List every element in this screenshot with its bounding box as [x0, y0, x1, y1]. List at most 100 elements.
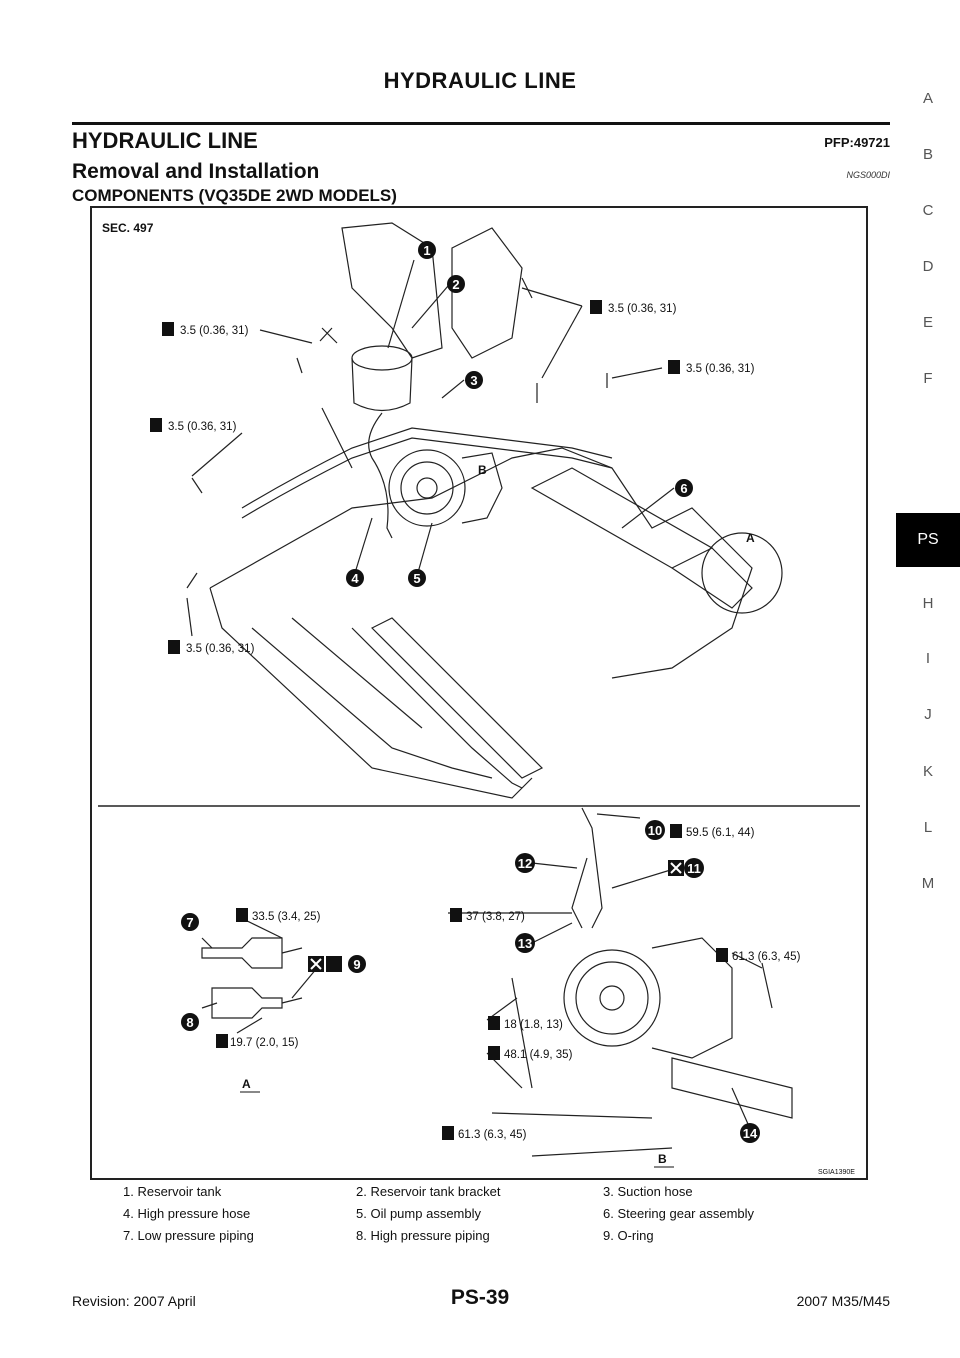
leader-11 [611, 867, 678, 889]
torque-icon [168, 640, 180, 654]
leader-t6 [596, 813, 641, 819]
torque-spec-t6: 59.5 (6.1, 44) [686, 827, 755, 839]
leader-1 [387, 259, 415, 349]
side-index-l[interactable]: L [923, 819, 933, 836]
suction-hose [321, 407, 353, 469]
pump-pulley-b-inner [575, 961, 649, 1035]
leader-12 [531, 862, 578, 869]
callout-10: 10 [648, 823, 662, 838]
side-index-ps-active[interactable]: PS [896, 513, 960, 567]
long-rail [351, 627, 523, 789]
torque-spec-t7: 33.5 (3.4, 25) [252, 911, 321, 923]
footer-model: 2007 M35/M45 [796, 1293, 890, 1309]
side-index-k[interactable]: K [922, 763, 933, 780]
page-header-title: HYDRAULIC LINE [383, 68, 577, 93]
side-index-e[interactable]: E [922, 314, 933, 331]
callout-3: 3 [470, 373, 477, 388]
torque-spec-t2: 3.5 (0.36, 31) [608, 303, 677, 315]
callout-9-marker [348, 955, 366, 973]
section-title: HYDRAULIC LINE [72, 128, 258, 153]
torque-icon [162, 322, 174, 336]
torque-labels: 3.5 (0.36, 31) 3.5 (0.36, 31) 3.5 (0.36,… [150, 300, 801, 1141]
torque-spec-t8: 37 (3.8, 27) [466, 911, 525, 923]
torque-spec-t5: 3.5 (0.36, 31) [186, 643, 255, 655]
callout-5: 5 [413, 571, 420, 586]
legend-item: 7. Low pressure piping [123, 1228, 254, 1243]
leader-4 [353, 517, 373, 577]
side-index-m[interactable]: M [921, 875, 935, 892]
torque-icon [668, 360, 680, 374]
pipe-line-2 [241, 437, 613, 519]
torque-icon [216, 1034, 228, 1048]
pump-hub-b [599, 985, 625, 1011]
torque-icon [450, 908, 462, 922]
side-index-f[interactable]: F [923, 370, 933, 387]
legend-item: 8. High pressure piping [356, 1228, 490, 1243]
legend-row: 1. Reservoir tank 2. Reservoir tank brac… [123, 1184, 863, 1204]
subsection-title: Removal and Installation [72, 160, 320, 183]
detail-label-a: A [746, 531, 755, 545]
high-pressure-fitting [211, 987, 283, 1019]
pipe-line-1 [241, 427, 613, 509]
callout-2: 2 [452, 277, 459, 292]
torque-spec-t9: 61.3 (6.3, 45) [732, 951, 801, 963]
leader-t5 [186, 597, 193, 637]
side-index-j[interactable]: J [924, 706, 932, 723]
leader-3 [441, 379, 465, 399]
legend-item: 4. High pressure hose [123, 1206, 251, 1221]
section-label-b: B [658, 1152, 667, 1166]
frame-lower-outline [209, 587, 533, 799]
leader-t3 [611, 367, 663, 379]
callout-11: 11 [687, 861, 701, 876]
side-index-i[interactable]: I [925, 650, 931, 667]
callout-14-marker [740, 1123, 760, 1143]
reservoir-tank [351, 357, 413, 412]
pump-pulley [388, 449, 466, 527]
low-pressure-fitting [201, 937, 283, 969]
bolt-1 [319, 327, 338, 344]
side-index-d[interactable]: D [922, 258, 934, 275]
torque-spec-t13: 61.3 (6.3, 45) [458, 1129, 527, 1141]
legend-row: 7. Low pressure piping 8. High pressure … [123, 1228, 863, 1248]
side-index-h[interactable]: H [922, 595, 934, 612]
torque-spec-t3: 3.5 (0.36, 31) [686, 363, 755, 375]
components-diagram: 3.5 (0.36, 31) 3.5 (0.36, 31) 3.5 (0.36,… [98, 221, 860, 1176]
bolt-long-1 [511, 977, 533, 1089]
callout-13: 13 [518, 936, 532, 951]
torque-icon [590, 300, 602, 314]
never-reuse-marks [308, 860, 684, 972]
leader-t9 [731, 952, 763, 969]
callout-9: 9 [353, 957, 360, 972]
callout-8-marker [181, 1013, 199, 1031]
callout-10-marker [645, 820, 665, 840]
bolt-long-2 [491, 1112, 653, 1119]
callout-13-marker [515, 933, 535, 953]
section-label-a: A [242, 1077, 251, 1091]
callout-1: 1 [423, 243, 430, 258]
high-pressure-hose [368, 412, 393, 539]
leader-2 [411, 285, 449, 329]
leader-13 [531, 922, 573, 944]
legend-item: 5. Oil pump assembly [356, 1206, 481, 1221]
callout-2-marker [447, 275, 465, 293]
ngs-code: NGS000DI [846, 170, 890, 180]
side-index-b[interactable]: B [922, 146, 933, 163]
footer-revision: Revision: 2007 April [72, 1293, 196, 1309]
leader-t4 [191, 432, 243, 477]
pump-pulley-inner [400, 461, 454, 515]
leader-7 [201, 937, 213, 949]
legend-item: 9. O-ring [603, 1228, 654, 1243]
bolt-long-3 [531, 1147, 673, 1157]
callout-4: 4 [351, 571, 359, 586]
bolt-4 [186, 572, 198, 589]
steering-gear-end [671, 547, 753, 609]
callout-12: 12 [518, 856, 532, 871]
leader-5 [416, 522, 433, 577]
callout-7: 7 [186, 915, 193, 930]
side-index-a[interactable]: A [922, 90, 933, 107]
subframe-rail [251, 627, 493, 779]
callout-8: 8 [186, 1015, 193, 1030]
callout-4-marker [346, 569, 364, 587]
side-index-c[interactable]: C [922, 202, 934, 219]
bolt-2 [296, 357, 303, 374]
